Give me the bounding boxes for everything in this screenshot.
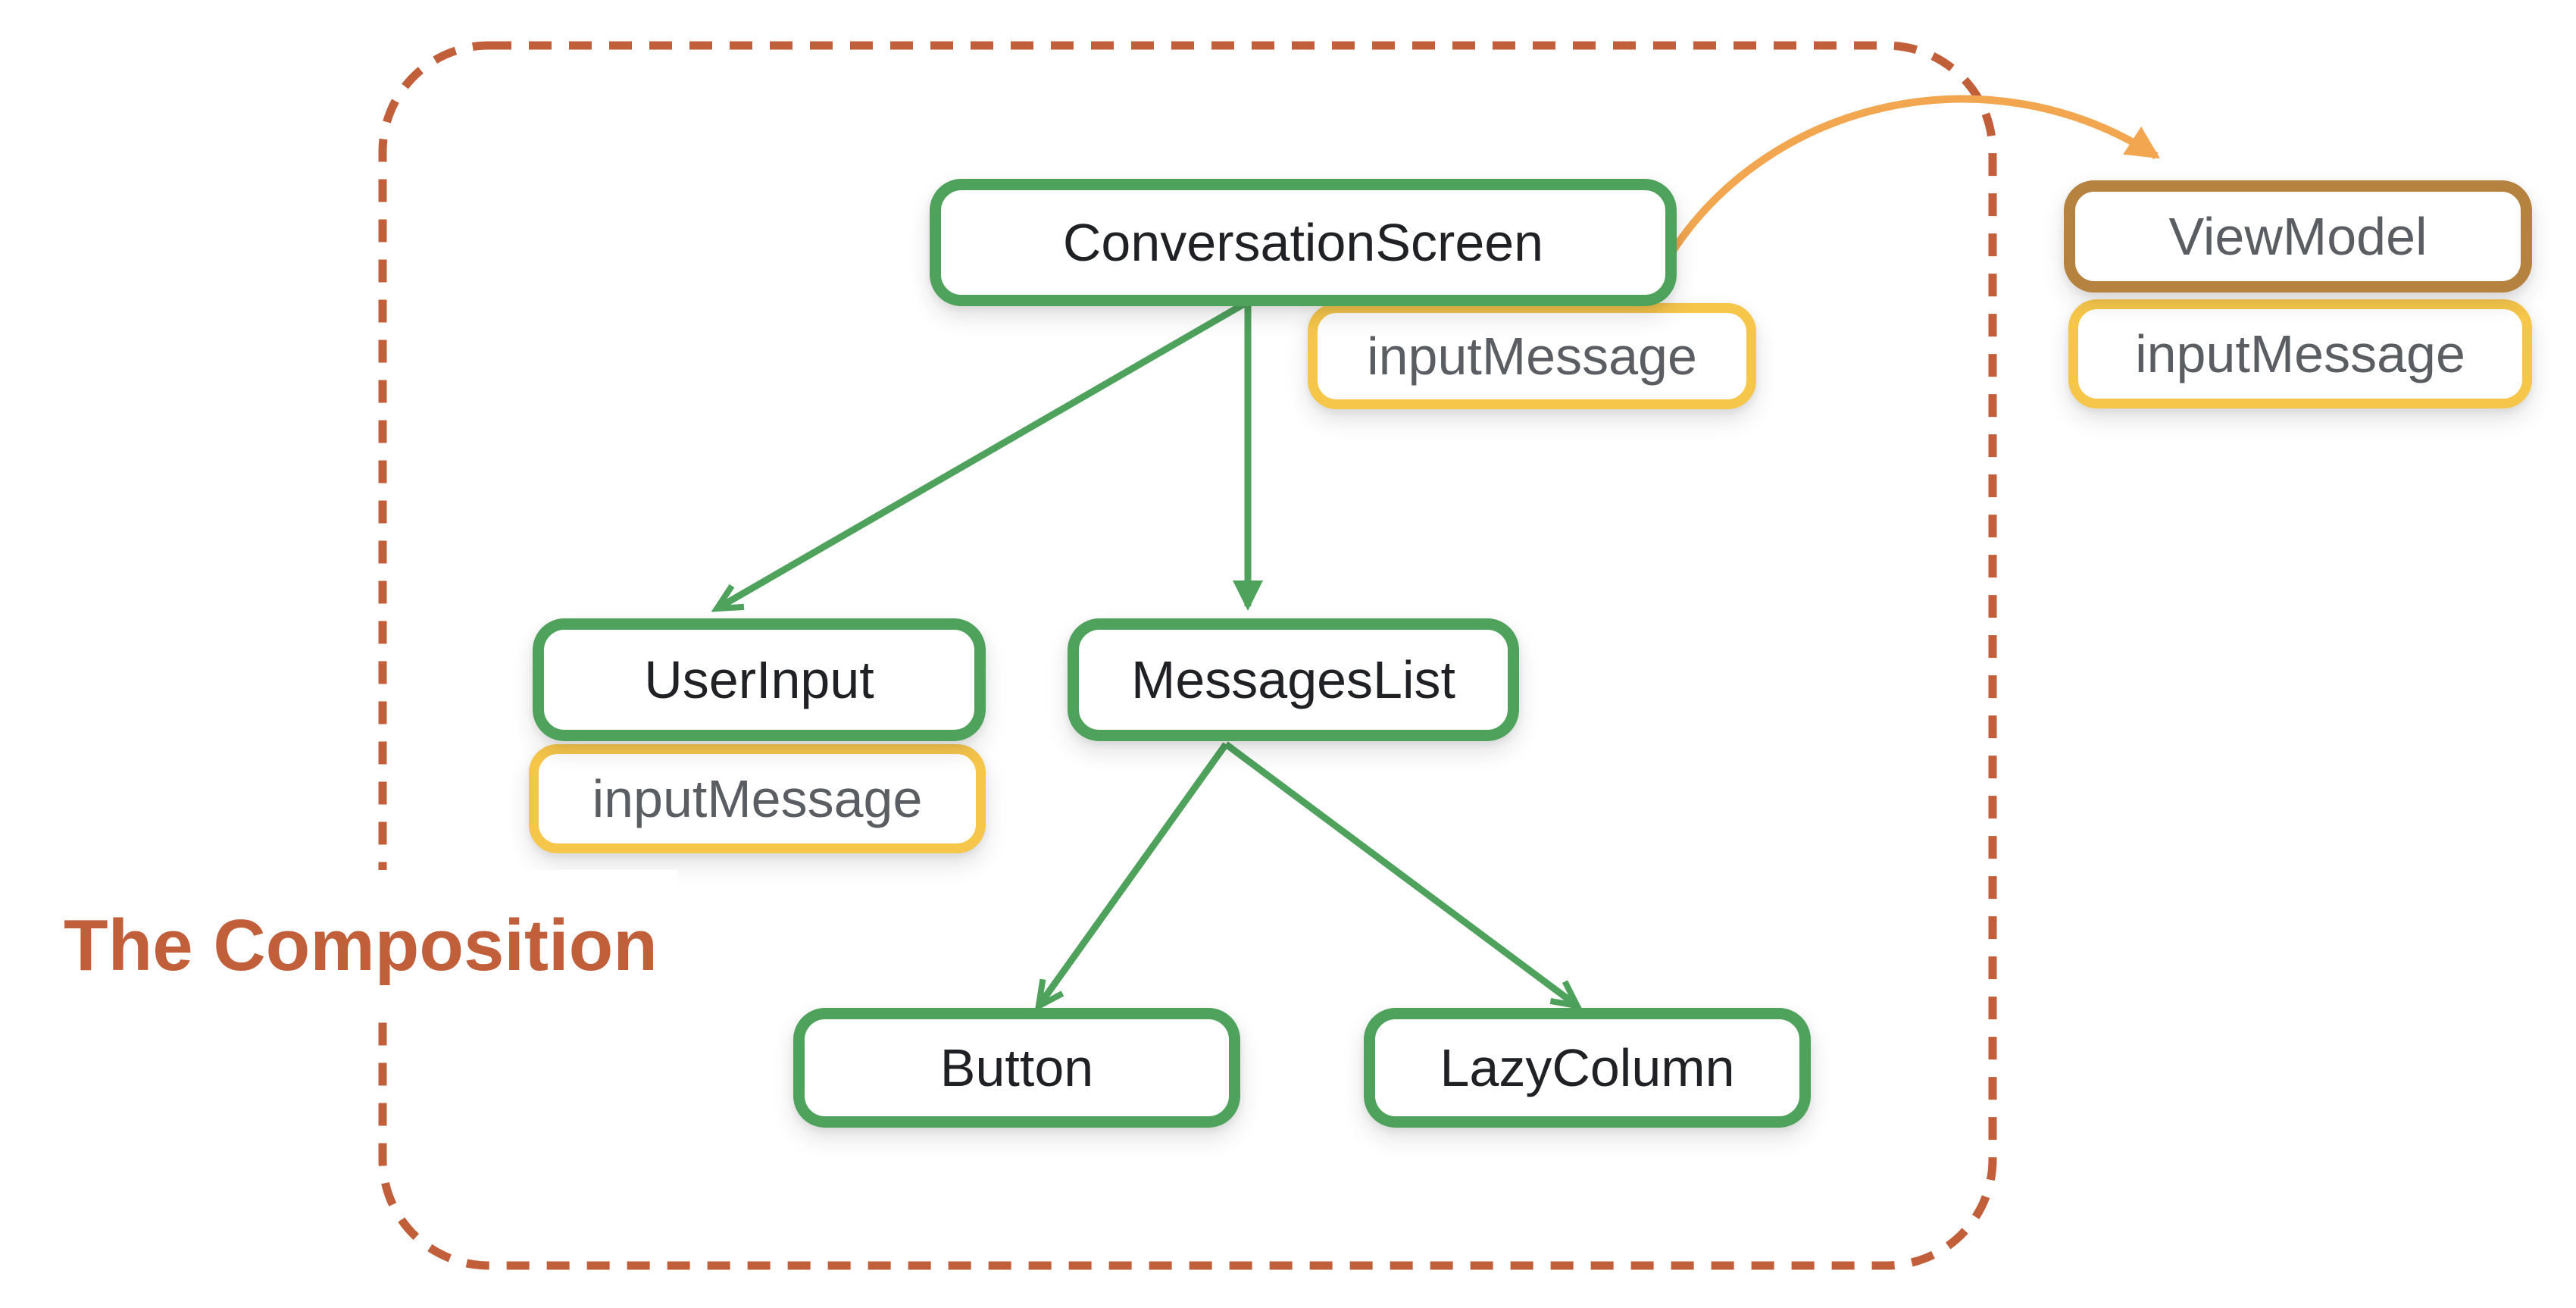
state-label: inputMessage <box>2135 324 2465 383</box>
node-userinput-label: UserInput <box>644 650 874 709</box>
node-viewmodel: ViewModel <box>2064 180 2532 293</box>
node-userinput-state-inputmessage: inputMessage <box>529 744 986 853</box>
node-messageslist: MessagesList <box>1068 618 1519 741</box>
node-messageslist-label: MessagesList <box>1131 650 1455 709</box>
edge-messageslist-to-button-arrow <box>1039 742 1229 1005</box>
composition-boundary <box>378 41 1997 1270</box>
state-label: inputMessage <box>592 769 923 828</box>
node-button: Button <box>793 1008 1240 1128</box>
node-userinput: UserInput <box>533 618 986 741</box>
node-conversationscreen-state-inputmessage: inputMessage <box>1308 303 1756 409</box>
edge-conversationscreen-to-viewmodel-arrow <box>1668 95 2161 255</box>
node-button-label: Button <box>939 1038 1094 1097</box>
composition-title: The Composition <box>44 870 677 1019</box>
node-conversationscreen: ConversationScreen <box>930 179 1677 306</box>
node-lazycolumn: LazyColumn <box>1364 1008 1811 1128</box>
edge-messageslist-to-lazycolumn-arrow <box>1224 741 1576 1005</box>
node-conversationscreen-label: ConversationScreen <box>1062 213 1544 272</box>
node-viewmodel-label: ViewModel <box>2168 207 2428 266</box>
edge-conversationscreen-to-userinput-arrow <box>718 300 1248 608</box>
node-viewmodel-state-inputmessage: inputMessage <box>2068 299 2532 408</box>
node-lazycolumn-label: LazyColumn <box>1440 1038 1735 1097</box>
state-label: inputMessage <box>1367 327 1697 386</box>
